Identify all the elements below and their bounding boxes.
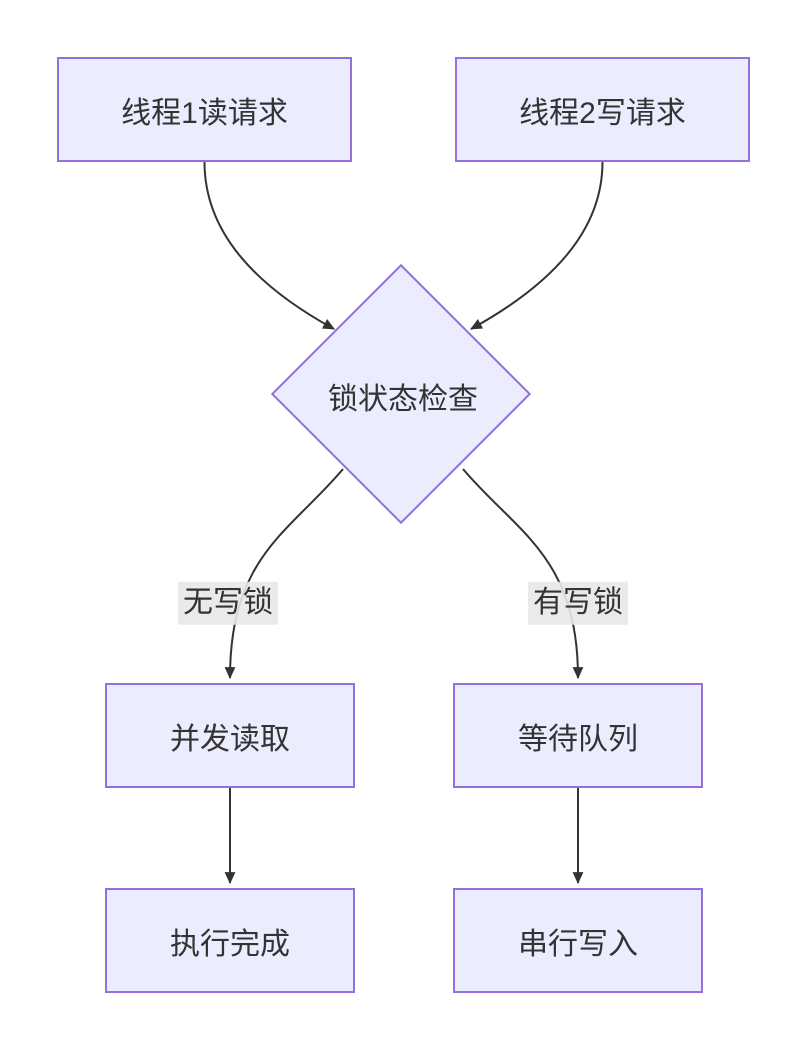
node-concurrent-read-label: 并发读取 xyxy=(170,722,290,756)
node-wait-queue: 等待队列 xyxy=(453,683,703,788)
node-concurrent-read: 并发读取 xyxy=(105,683,355,788)
node-exec-done: 执行完成 xyxy=(105,888,355,993)
node-thread1-read: 线程1读请求 xyxy=(57,57,352,162)
node-serial-write-label: 串行写入 xyxy=(518,927,638,961)
edge-lockcheck-to-concurrentread xyxy=(224,468,344,680)
node-thread2-write-label: 线程2写请求 xyxy=(519,96,686,130)
edge-label-has-write-lock: 有写锁 xyxy=(528,581,628,625)
node-serial-write: 串行写入 xyxy=(453,888,703,993)
node-thread1-read-label: 线程1读请求 xyxy=(121,96,288,130)
edge-thread2-to-lockcheck xyxy=(470,161,604,330)
edge-label-no-write-lock: 无写锁 xyxy=(178,581,278,625)
edge-lockcheck-to-waitqueue xyxy=(462,468,584,680)
node-thread2-write: 线程2写请求 xyxy=(455,57,750,162)
node-wait-queue-label: 等待队列 xyxy=(518,722,638,756)
node-exec-done-label: 执行完成 xyxy=(170,927,290,961)
edge-thread1-to-lockcheck xyxy=(203,161,335,330)
node-lock-check: 锁状态检查 xyxy=(270,263,536,529)
node-lock-check-label: 锁状态检查 xyxy=(328,383,478,416)
